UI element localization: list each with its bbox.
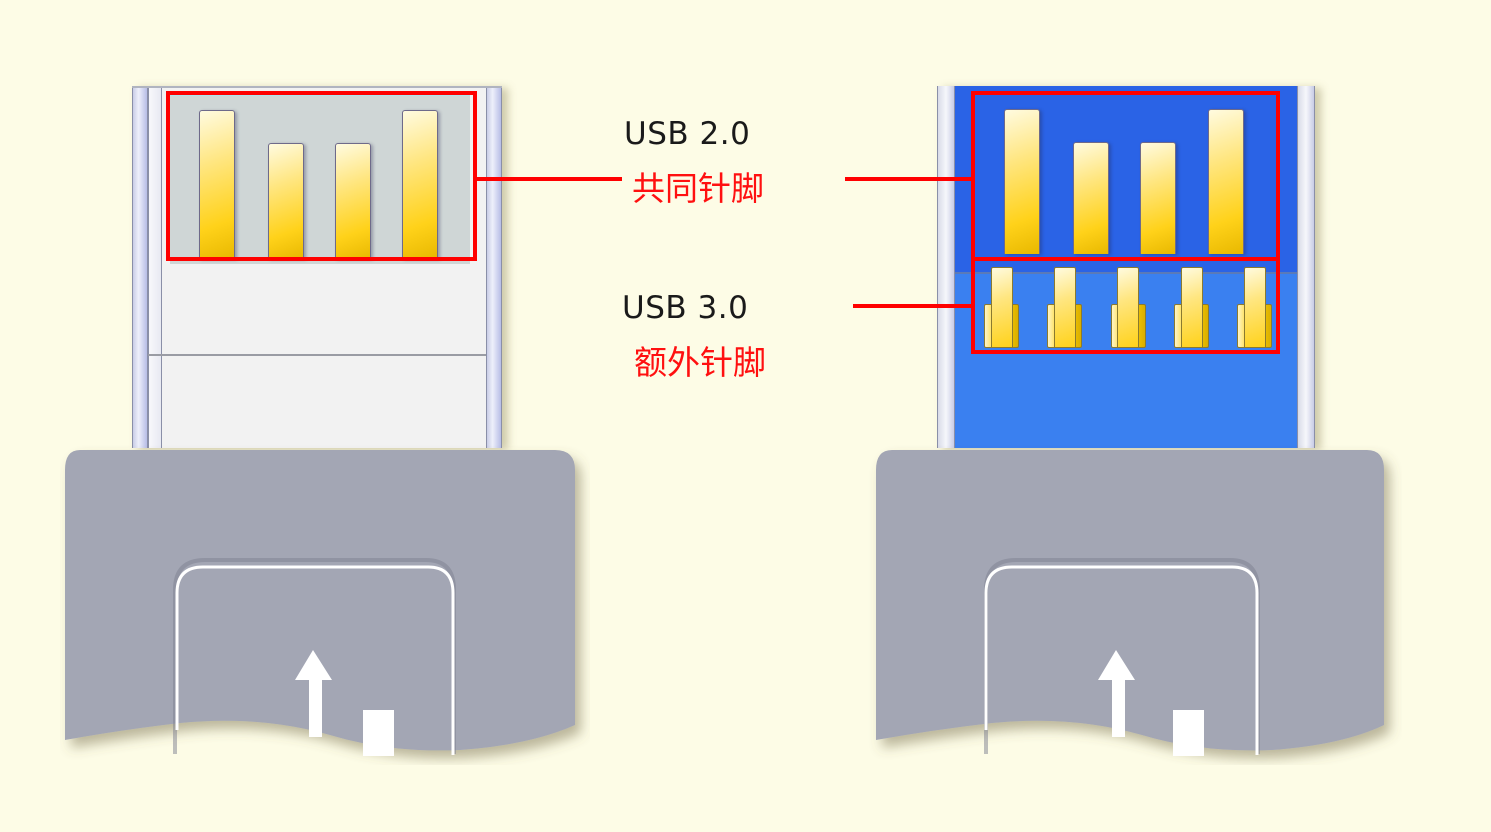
usb2-pin-2 xyxy=(268,143,304,259)
usb3-extra-pins-label: 额外针脚 xyxy=(634,343,766,382)
usb-logo-square-icon xyxy=(1173,710,1204,756)
insert-direction-arrow-icon xyxy=(295,650,332,737)
usb2-common-pins-highlight xyxy=(166,91,477,261)
usb3-common-pin-2 xyxy=(1073,142,1109,254)
usb2-common-pins-label: 共同针脚 xyxy=(632,169,764,208)
usb2-pin-4 xyxy=(402,110,438,259)
usb3-common-pins-highlight xyxy=(971,91,1280,261)
usb3-common-pin-4 xyxy=(1208,109,1244,254)
usb3-housing xyxy=(876,450,1384,756)
usb2-pin-3 xyxy=(335,143,371,259)
usb2-pin-1 xyxy=(199,110,235,259)
usb-logo-square-icon xyxy=(363,710,394,756)
usb3-callout-line-common xyxy=(845,177,972,181)
usb2-label: USB 2.0 xyxy=(624,116,751,152)
insert-direction-arrow-icon xyxy=(1098,650,1135,737)
usb3-callout-line-extra xyxy=(853,304,972,308)
usb3-label: USB 3.0 xyxy=(622,290,749,326)
usb2-callout-line-left xyxy=(476,177,622,181)
usb3-common-pin-3 xyxy=(1140,142,1176,254)
usb3-extra-pins-highlight xyxy=(971,257,1280,354)
usb2-housing xyxy=(65,450,575,756)
usb3-common-pin-1 xyxy=(1004,109,1040,254)
